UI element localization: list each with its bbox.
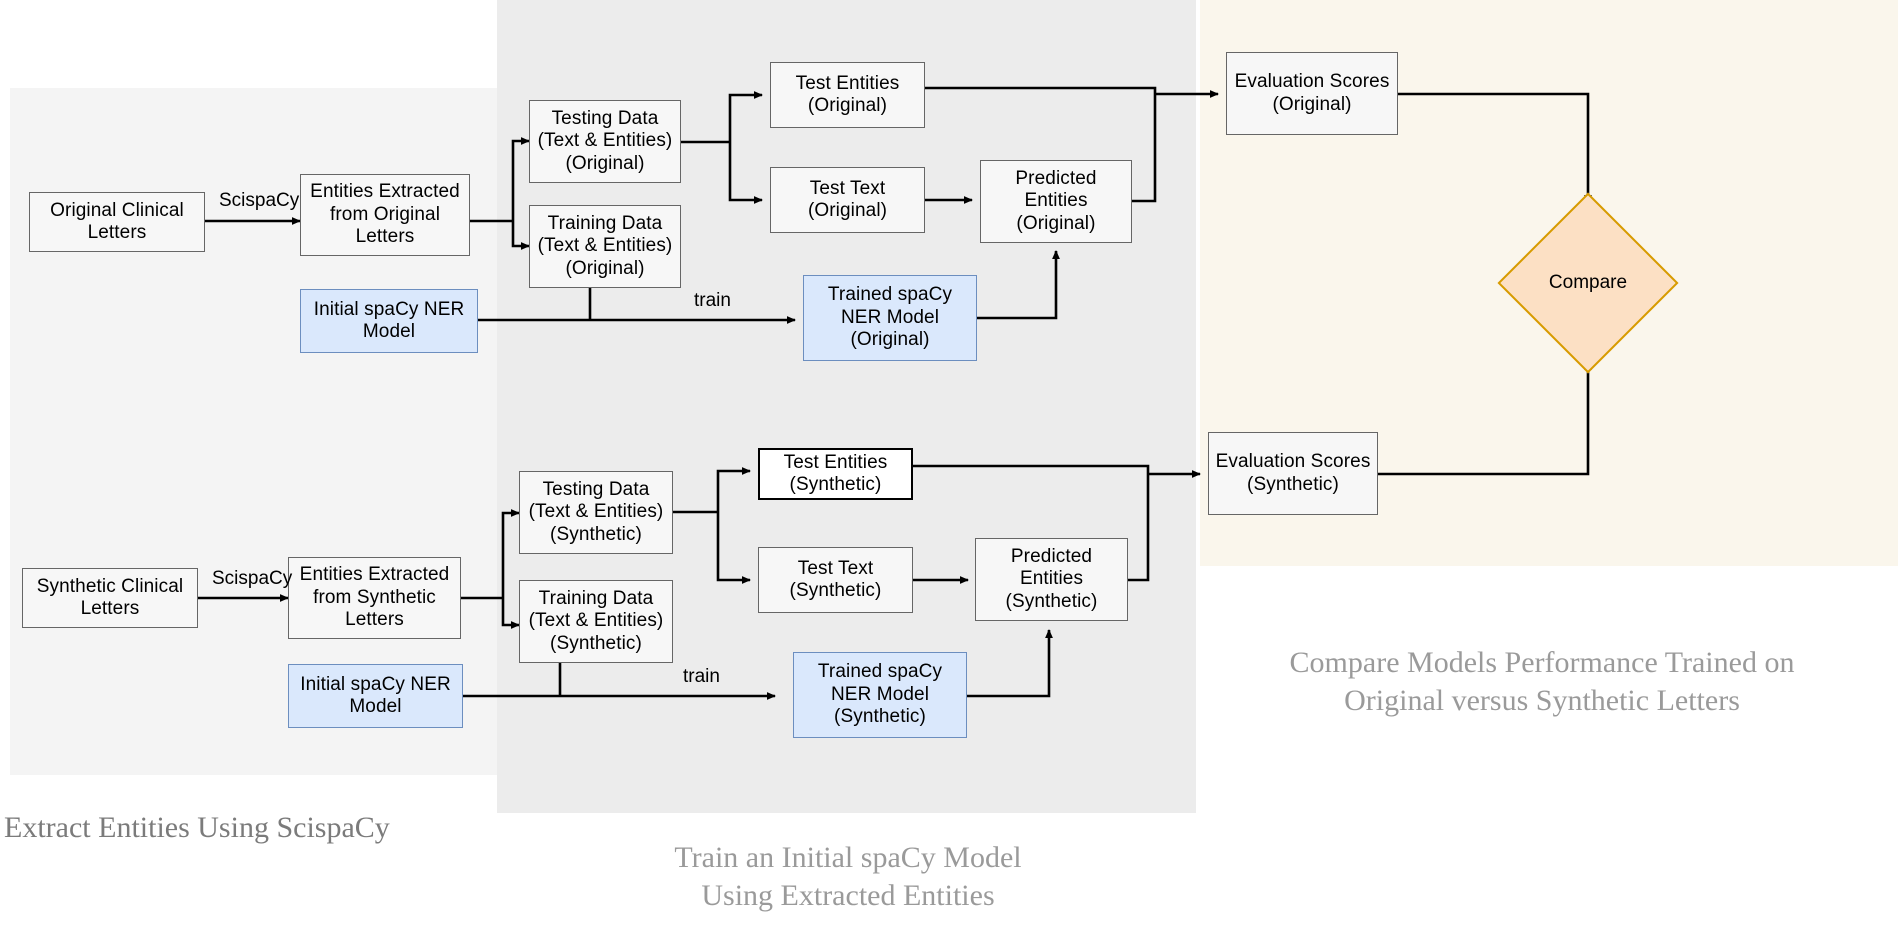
node-evaluation-scores-synthetic[interactable]: Evaluation Scores (Synthetic) [1208, 432, 1378, 515]
node-training-data-synthetic[interactable]: Training Data (Text & Entities) (Synthet… [519, 580, 673, 663]
node-test-text-original[interactable]: Test Text (Original) [770, 167, 925, 233]
node-label: Evaluation Scores (Original) [1234, 71, 1390, 115]
node-label: Testing Data (Text & Entities) (Syntheti… [528, 478, 664, 545]
node-label: Original Clinical Letters [50, 199, 184, 243]
caption-compare-models: Compare Models Performance Trained on Or… [1289, 646, 1795, 718]
node-predicted-entities-synthetic[interactable]: Predicted Entities (Synthetic) [975, 538, 1128, 621]
node-label: Entities Extracted from Synthetic Letter… [299, 564, 450, 631]
node-entities-extracted-synthetic[interactable]: Entities Extracted from Synthetic Letter… [288, 557, 461, 639]
node-testing-data-synthetic[interactable]: Testing Data (Text & Entities) (Syntheti… [519, 471, 673, 554]
node-test-text-synthetic[interactable]: Test Text (Synthetic) [758, 547, 913, 613]
edge-label-train-original: train [694, 290, 731, 311]
node-test-entities-synthetic[interactable]: Test Entities (Synthetic) [758, 448, 913, 500]
node-synthetic-clinical-letters[interactable]: Synthetic Clinical Letters [22, 568, 198, 628]
node-trained-spacy-ner-model-original[interactable]: Trained spaCy NER Model (Original) [803, 275, 977, 361]
caption-train-model: Train an Initial spaCy Model Using Extra… [674, 841, 1022, 913]
node-label: Training Data (Text & Entities) (Origina… [537, 212, 673, 279]
node-initial-spacy-ner-model-original[interactable]: Initial spaCy NER Model [300, 289, 478, 353]
node-label: Test Entities (Synthetic) [783, 451, 888, 495]
node-label: Compare [1548, 272, 1628, 293]
node-label: Initial spaCy NER Model [313, 298, 465, 342]
node-testing-data-original[interactable]: Testing Data (Text & Entities) (Original… [529, 100, 681, 183]
node-label: Testing Data (Text & Entities) (Original… [537, 107, 673, 174]
node-label: Evaluation Scores (Synthetic) [1215, 451, 1371, 495]
node-label: Synthetic Clinical Letters [36, 575, 184, 619]
node-original-clinical-letters[interactable]: Original Clinical Letters [29, 192, 205, 252]
node-label: Predicted Entities (Original) [1015, 167, 1097, 234]
node-training-data-original[interactable]: Training Data (Text & Entities) (Origina… [529, 205, 681, 288]
node-label: Test Entities (Original) [795, 72, 900, 116]
node-initial-spacy-ner-model-synthetic[interactable]: Initial spaCy NER Model [288, 664, 463, 728]
node-label: Training Data (Text & Entities) (Synthet… [528, 587, 664, 654]
node-label: Initial spaCy NER Model [300, 673, 451, 717]
node-label: Test Text (Original) [807, 177, 888, 221]
node-evaluation-scores-original[interactable]: Evaluation Scores (Original) [1226, 52, 1398, 135]
node-label: Trained spaCy NER Model (Original) [827, 284, 953, 351]
node-label: Entities Extracted from Original Letters [310, 181, 460, 248]
edge-label-train-synthetic: train [683, 666, 720, 687]
edge-label-scispacy-synthetic: ScispaCy [212, 568, 293, 589]
node-predicted-entities-original[interactable]: Predicted Entities (Original) [980, 160, 1132, 243]
edge-label-scispacy-original: ScispaCy [219, 190, 300, 211]
decision-compare-label: Compare [1513, 267, 1663, 299]
node-entities-extracted-original[interactable]: Entities Extracted from Original Letters [300, 174, 470, 256]
node-label: Predicted Entities (Synthetic) [1005, 545, 1098, 612]
node-label: Test Text (Synthetic) [789, 557, 882, 601]
node-trained-spacy-ner-model-synthetic[interactable]: Trained spaCy NER Model (Synthetic) [793, 652, 967, 738]
node-test-entities-original[interactable]: Test Entities (Original) [770, 62, 925, 128]
node-label: Trained spaCy NER Model (Synthetic) [817, 661, 943, 728]
caption-extract-entities: Extract Entities Using ScispaCy [4, 811, 390, 844]
